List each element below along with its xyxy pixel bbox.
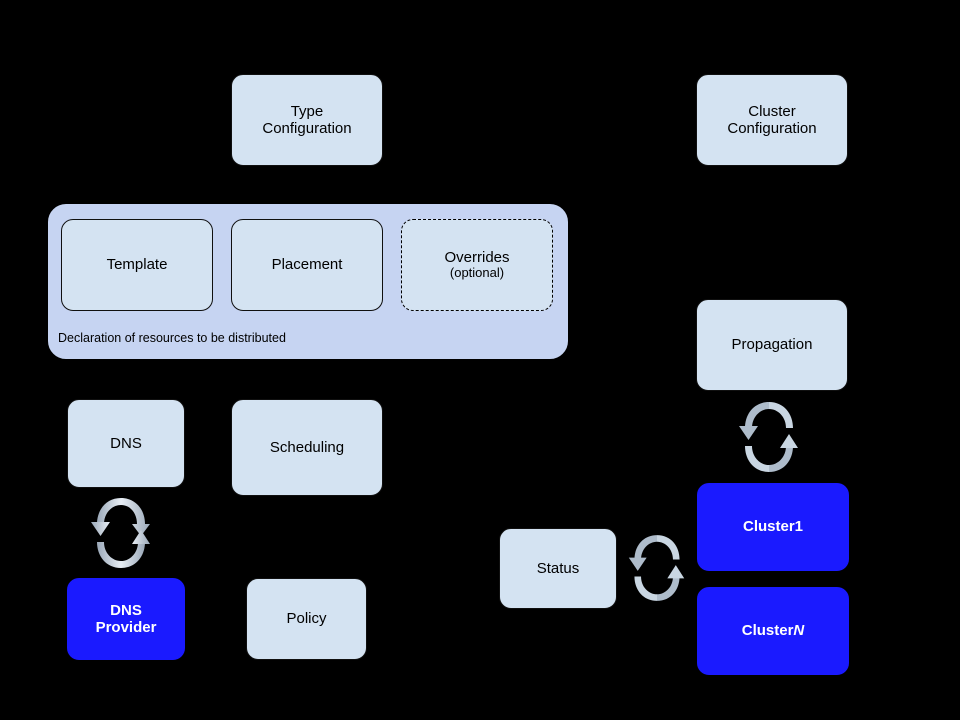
node-cluster-configuration[interactable]: Cluster Configuration [696, 74, 848, 166]
node-cluster-1[interactable]: Cluster 1 [697, 483, 849, 571]
sync-arrows-icon-dns [91, 498, 150, 568]
node-dns-provider[interactable]: DNS Provider [67, 578, 185, 660]
container-caption: Declaration of resources to be distribut… [58, 331, 286, 345]
node-propagation[interactable]: Propagation [696, 299, 848, 391]
node-overrides-label: Overrides [444, 248, 510, 266]
sync-arrows-icon-status [628, 535, 685, 601]
node-cluster-n-index: N [793, 622, 805, 640]
node-placement[interactable]: Placement [231, 219, 383, 311]
node-overrides-sublabel: (optional) [449, 265, 505, 281]
node-overrides[interactable]: Overrides (optional) [401, 219, 553, 311]
node-policy[interactable]: Policy [246, 578, 367, 660]
node-cluster-1-index: 1 [794, 518, 804, 536]
node-scheduling[interactable]: Scheduling [231, 399, 383, 496]
node-cluster-1-label: Cluster [742, 518, 795, 536]
node-dns[interactable]: DNS [67, 399, 185, 488]
node-type-configuration[interactable]: Type Configuration [231, 74, 383, 166]
node-template[interactable]: Template [61, 219, 213, 311]
node-cluster-n[interactable]: Cluster N [697, 587, 849, 675]
node-status[interactable]: Status [499, 528, 617, 609]
node-cluster-n-label: Cluster [741, 622, 794, 640]
sync-arrows-icon-propagation [739, 402, 798, 472]
